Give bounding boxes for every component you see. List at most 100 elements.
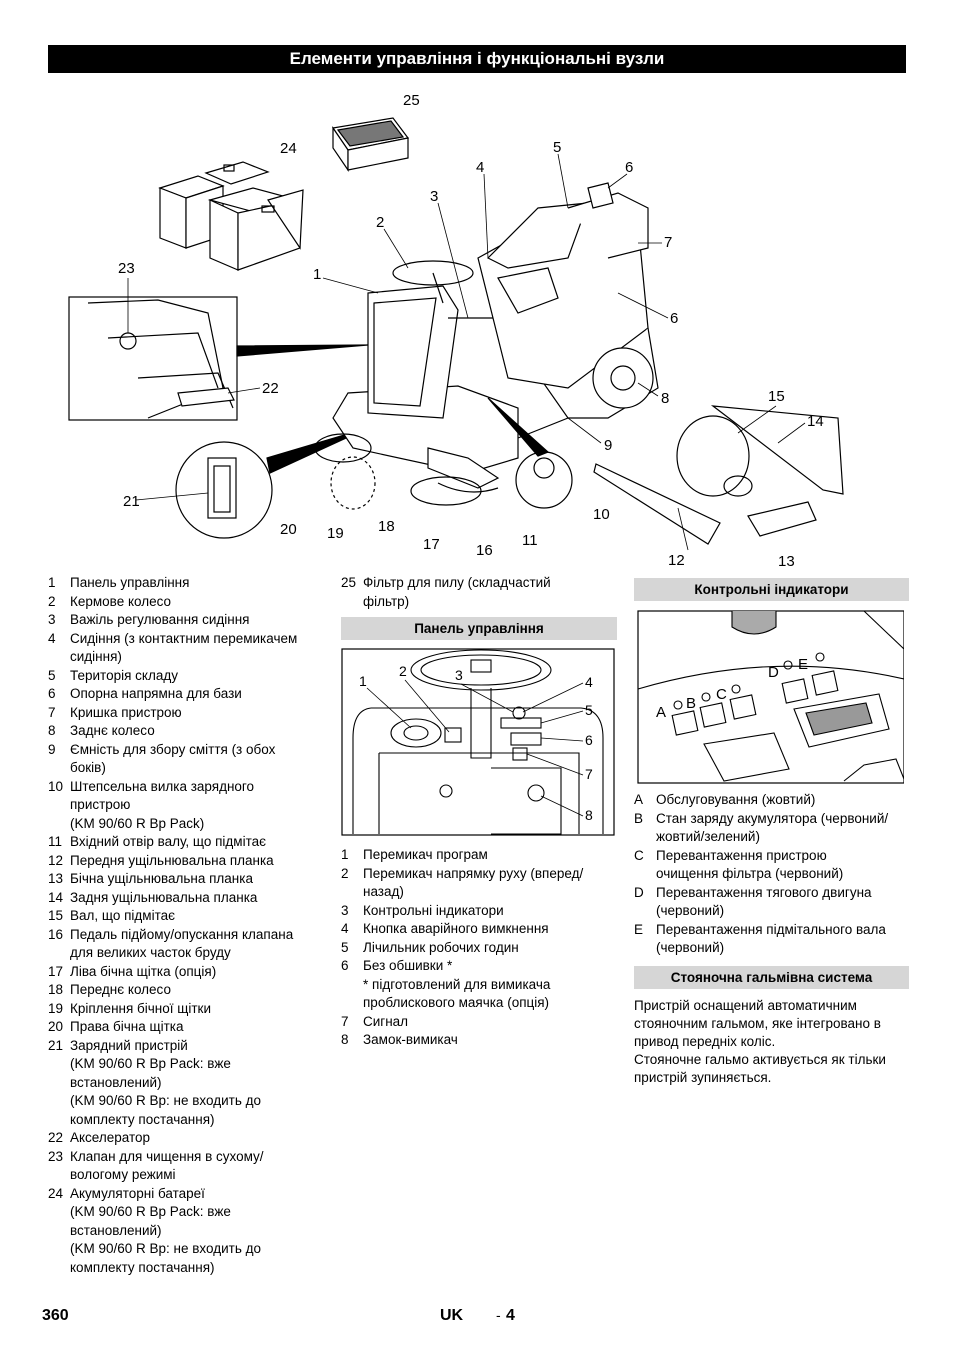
list-item-text: Контрольні індикатори xyxy=(363,902,617,921)
list-item-text: Перевантаження тягового двигуна(червоний… xyxy=(656,884,909,921)
list-item-text: Акселератор xyxy=(70,1129,318,1148)
list-item-text: Задня ущільнювальна планка xyxy=(70,889,318,908)
list-item-line: (KM 90/60 R Bp: не входить до xyxy=(70,1093,262,1108)
list-item-text: Замок-вимикач xyxy=(363,1031,617,1050)
list-item-number: 6 xyxy=(341,958,349,973)
list-item-line: фільтр) xyxy=(363,593,410,609)
list-item-number: 16 xyxy=(48,926,64,942)
list-item-number: 17 xyxy=(48,963,64,979)
list-item-text: Стан заряду акумулятора (червоний/жовтий… xyxy=(656,810,909,847)
list-item-number: E xyxy=(634,921,644,937)
list-item: 17 Ліва бічна щітка (опція) xyxy=(48,963,318,982)
list-item-text: Сигнал xyxy=(363,1013,617,1032)
indicator-callout-B: B xyxy=(686,695,696,712)
callout-8: 8 xyxy=(661,390,669,407)
list-item-number: 5 xyxy=(48,667,56,683)
sweeper-body-drawing xyxy=(332,182,659,493)
callout-10: 10 xyxy=(593,506,610,523)
callout-24: 24 xyxy=(280,140,297,157)
panel-callout-5: 5 xyxy=(585,702,593,718)
side-brushes-drawing xyxy=(314,433,482,510)
indicators-column: Контрольні індикатори xyxy=(634,578,909,1087)
list-item-text: Педаль підйому/опускання клапана для вели… xyxy=(70,926,318,963)
list-item-text: Кришка пристрою xyxy=(70,704,318,723)
list-item: 15 Вал, що підмітає xyxy=(48,907,318,926)
list-item-number: 18 xyxy=(48,982,64,997)
list-item-text: Важіль регулювання сидіння xyxy=(70,611,318,630)
list-item-number: 3 xyxy=(48,612,56,627)
list-item-line: (червоний) xyxy=(656,903,725,918)
list-item-number: 7 xyxy=(48,704,56,720)
machine-overview-figure: 25 24 23 22 21 20 19 18 17 16 15 14 13 1… xyxy=(48,88,906,568)
list-item-text: Фільтр для пилу (складчастий фільтр) xyxy=(363,574,617,611)
list-item-text: Клапан для чищення в сухому/вологому реж… xyxy=(70,1148,318,1185)
list-item-line: (KM 90/60 R Bp Pack) xyxy=(70,815,205,831)
list-item-line: встановлений) xyxy=(70,1222,162,1238)
list-item-text: Ліва бічна щітка (опція) xyxy=(70,963,318,982)
list-item-line: Замок-вимикач xyxy=(363,1032,458,1047)
callout-16: 16 xyxy=(476,542,493,559)
list-item-text: Заднє колесо xyxy=(70,722,318,741)
list-item-line: комплекту постачання) xyxy=(70,1259,215,1275)
callout-2: 2 xyxy=(376,214,384,231)
list-item-line: Перевантаження підмітального вала xyxy=(656,921,886,937)
list-item-line: встановлений) xyxy=(70,1074,162,1090)
list-item-line: Опорна напрямна для бази xyxy=(70,686,242,701)
list-item-text: Панель управління xyxy=(70,574,318,593)
paragraph-line: Пристрій оснащений автоматичним xyxy=(634,997,857,1013)
list-item-line: для великих часток бруду xyxy=(70,945,231,960)
list-item-text: Кнопка аварійного вимкнення xyxy=(363,920,617,939)
page-title: Елементи управління і функціональні вузл… xyxy=(48,45,906,73)
inset-accelerator-drawing xyxy=(68,296,369,421)
list-item-line: Лічильник робочих годин xyxy=(363,939,519,955)
list-item-line: Важіль регулювання сидіння xyxy=(70,612,250,627)
list-item-line: очищення фільтра (червоний) xyxy=(656,866,844,881)
paragraph-line: пристрій зупиняється. xyxy=(634,1069,772,1085)
list-item: 3 Важіль регулювання сидіння xyxy=(48,611,318,630)
list-item-number: 15 xyxy=(48,908,64,923)
callout-25: 25 xyxy=(403,92,420,109)
list-item-line: Клапан для чищення в сухому/ xyxy=(70,1148,264,1164)
list-item: 5 Територія складу xyxy=(48,667,318,686)
panel-callout-7: 7 xyxy=(585,766,593,782)
list-item-line: Ємність для збору сміття (з обох xyxy=(70,741,276,757)
dust-filter-drawing xyxy=(331,117,410,172)
panel-callout-1: 1 xyxy=(359,673,367,689)
list-item-number: A xyxy=(634,792,644,807)
list-item-line: Педаль підйому/опускання клапана xyxy=(70,926,294,942)
list-item-line: Територія складу xyxy=(70,667,178,683)
list-item-text: Вхідний отвір валу, що підмітає xyxy=(70,833,318,852)
control-panel-illustration: 1 2 3 4 5 6 7 8 xyxy=(341,648,615,836)
list-item-number: 21 xyxy=(48,1037,64,1053)
list-item-line: комплекту постачання) xyxy=(70,1111,215,1127)
list-item-text: Перемикач напрямку руху (вперед/назад) xyxy=(363,865,617,902)
indicator-callout-C: C xyxy=(716,686,727,703)
list-item-line: Вал, що підмітає xyxy=(70,908,176,923)
list-item-line: Фільтр для пилу (складчастий xyxy=(363,575,551,590)
list-item-number: 1 xyxy=(48,575,56,590)
callout-18: 18 xyxy=(378,518,395,535)
list-item-line: Перемикач напрямку руху (вперед/ xyxy=(363,865,584,881)
callout-14: 14 xyxy=(807,413,824,430)
